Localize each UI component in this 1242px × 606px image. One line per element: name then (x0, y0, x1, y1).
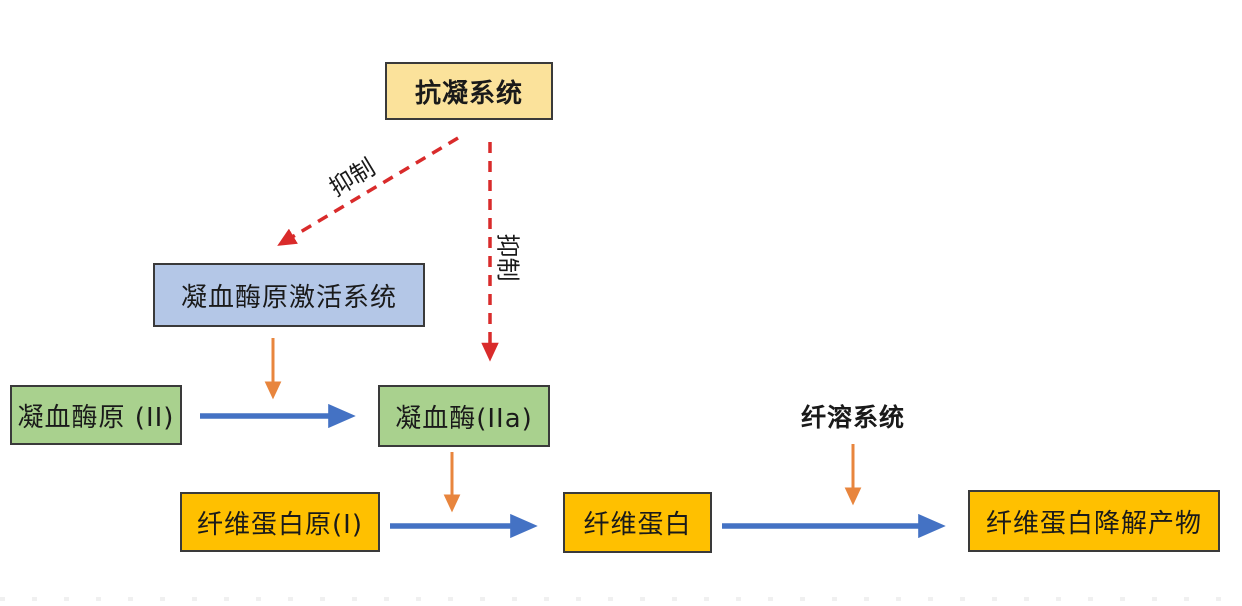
node-anticoagulation-system: 抗凝系统 (385, 62, 553, 120)
node-fibrin: 纤维蛋白 (563, 492, 712, 553)
label-inhibit-diagonal: 抑制 (324, 153, 381, 203)
node-thrombin: 凝血酶(IIa) (378, 385, 550, 447)
node-prothrombin: 凝血酶原 (II) (10, 385, 182, 445)
node-prothrombin-activation-system: 凝血酶原激活系统 (153, 263, 425, 327)
label-inhibit-vertical: 抑制 (493, 233, 522, 282)
node-fibrinogen: 纤维蛋白原(I) (180, 492, 380, 552)
node-fibrin-degradation-products: 纤维蛋白降解产物 (968, 490, 1220, 552)
label-fibrinolytic-system: 纤溶系统 (800, 403, 905, 432)
